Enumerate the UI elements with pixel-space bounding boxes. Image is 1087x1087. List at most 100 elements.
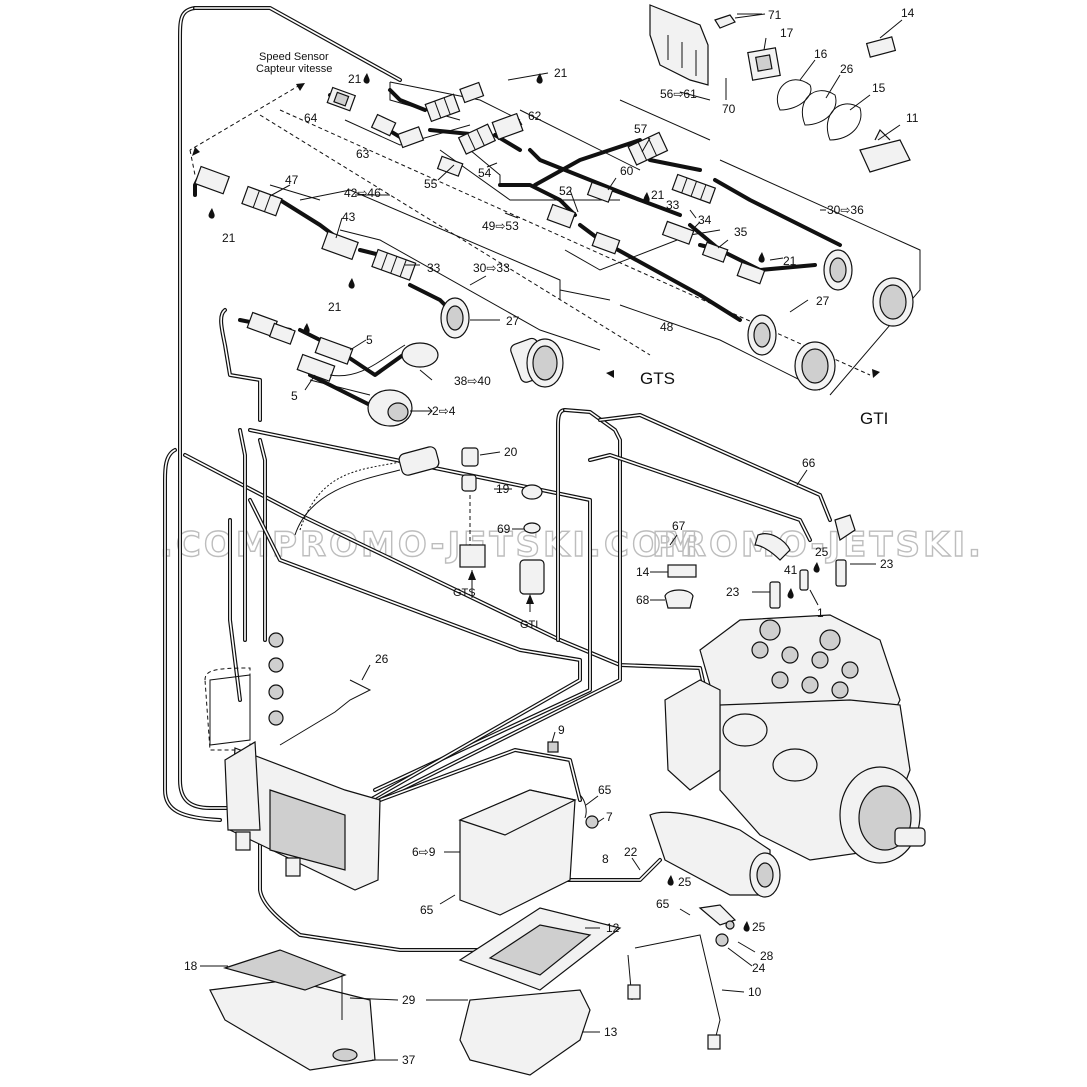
battery-tray (458, 907, 622, 1076)
callout-13: 13 (604, 1025, 618, 1039)
callout-69: 69 (497, 522, 511, 536)
callout-65-left: 65 (420, 903, 434, 917)
callout-33-left: 33 (427, 261, 441, 275)
callout-21-top: 21 (554, 66, 568, 80)
callout-25-bottom: 25 (752, 920, 766, 934)
callout-35: 35 (734, 225, 748, 239)
callout-26-lower: 26 (375, 652, 389, 666)
callout-67: 67 (672, 519, 686, 533)
callout-7: 7 (606, 810, 613, 824)
callout-49-53: 49⇨53 (482, 219, 519, 233)
callout-54: 54 (478, 166, 492, 180)
speed-sensor-label-fr: Capteur vitesse (256, 63, 332, 75)
callout-16: 16 (814, 47, 828, 61)
gti-sub-label: GTI (520, 619, 538, 631)
callout-65-top: 65 (598, 783, 612, 797)
leader-lines (200, 13, 903, 1061)
speed-sensor-label-en: Speed Sensor (259, 51, 329, 63)
callout-30-36: 30⇨36 (827, 203, 864, 217)
callout-22: 22 (624, 845, 638, 859)
gti-label: GTI (860, 409, 888, 428)
callout-41: 41 (784, 563, 798, 577)
callout-28: 28 (760, 949, 774, 963)
callout-60: 60 (620, 164, 634, 178)
callout-24: 24 (752, 961, 766, 975)
strap (627, 934, 721, 1050)
callout-25-top: 25 (815, 545, 829, 559)
callout-14-mid: 14 (636, 565, 650, 579)
connectors (194, 81, 766, 382)
callout-37: 37 (402, 1053, 416, 1067)
callout-68: 68 (636, 593, 650, 607)
callout-33-right: 33 (666, 198, 680, 212)
drop-symbols (208, 73, 820, 932)
battery (458, 741, 599, 916)
callout-9: 9 (558, 723, 565, 737)
callout-34: 34 (698, 213, 712, 227)
callout-21-left: 21 (222, 231, 236, 245)
callout-6-9: 6⇨9 (412, 845, 436, 859)
callout-20: 20 (504, 445, 518, 459)
direction-arrows (192, 83, 880, 604)
sensor-items (309, 342, 439, 427)
group-outlines (189, 84, 921, 746)
spark-plugs (650, 514, 856, 609)
callout-47: 47 (285, 173, 299, 187)
callout-66: 66 (802, 456, 816, 470)
gts-label: GTS (640, 369, 675, 388)
callout-70: 70 (722, 102, 736, 116)
callout-1: 1 (817, 606, 824, 620)
small-parts-top-right (649, 4, 911, 173)
callout-71: 71 (768, 8, 782, 22)
callout-23-left: 23 (726, 585, 740, 599)
callout-21-right: 21 (783, 254, 797, 268)
callout-25-mid: 25 (678, 875, 692, 889)
control-module (204, 632, 381, 891)
callout-38-40: 38⇨40 (454, 374, 491, 388)
main-harness (163, 6, 832, 952)
callout-26: 26 (840, 62, 854, 76)
callout-65-right: 65 (656, 897, 670, 911)
callout-63: 63 (356, 147, 370, 161)
callout-21-lower: 21 (328, 300, 342, 314)
callout-27-left: 27 (506, 314, 520, 328)
callout-15: 15 (872, 81, 886, 95)
callout-14: 14 (901, 6, 915, 20)
callout-21-top-left: 21 (348, 72, 362, 86)
watermark-left: .COM (160, 525, 273, 565)
engine (664, 614, 926, 864)
callout-64: 64 (304, 111, 318, 125)
callout-43: 43 (342, 210, 356, 224)
callout-5-upper: 5 (366, 333, 373, 347)
callout-52: 52 (559, 184, 573, 198)
gts-sub-label: GTS (453, 587, 476, 599)
watermark: .COM PROMO-JETSKI.COM PROMO-JETSKI. (159, 524, 984, 565)
callout-17: 17 (780, 26, 794, 40)
ignition-parts (294, 446, 545, 612)
callout-42-46: 42⇨46 (344, 186, 381, 200)
watermark-right: PROMO-JETSKI. (652, 525, 984, 565)
callout-5-lower: 5 (291, 389, 298, 403)
mount-plate (209, 949, 376, 1071)
callout-10: 10 (748, 985, 762, 999)
starter (649, 811, 781, 947)
callout-55: 55 (424, 177, 438, 191)
callout-2-4: 2⇨4 (432, 404, 456, 418)
callout-23-right: 23 (880, 557, 894, 571)
callout-12: 12 (606, 921, 620, 935)
callout-56-61: 56⇨61 (660, 87, 697, 101)
callout-62: 62 (528, 109, 542, 123)
gauges (440, 249, 914, 391)
callout-11: 11 (906, 111, 919, 125)
callout-27-right: 27 (816, 294, 830, 308)
callout-21-mid: 21 (651, 188, 665, 202)
callout-8: 8 (602, 852, 609, 866)
text-labels: Speed Sensor Capteur vitesse GTS GTI GTS… (184, 6, 919, 1067)
callout-29: 29 (402, 993, 416, 1007)
callout-30-33: 30⇨33 (473, 261, 510, 275)
callout-48: 48 (660, 320, 674, 334)
callout-19: 19 (496, 482, 510, 496)
callout-57: 57 (634, 122, 648, 136)
callout-18: 18 (184, 959, 198, 973)
